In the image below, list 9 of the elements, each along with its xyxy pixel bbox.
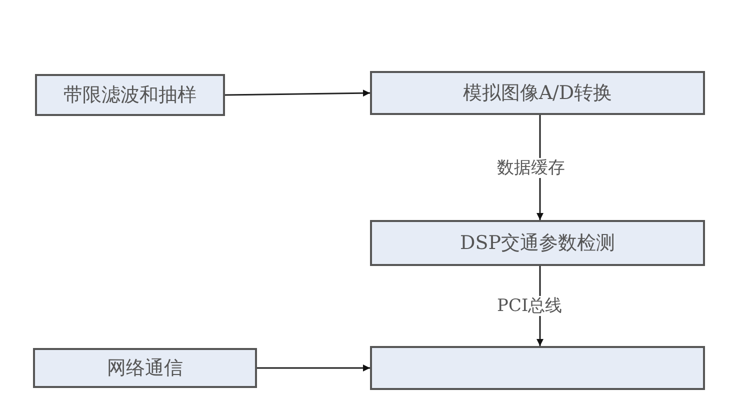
process-box [370,346,705,390]
arrow [225,90,370,97]
process-box: 带限滤波和抽样 [35,74,225,116]
arrow [257,364,370,372]
edge-label: PCI总线 [495,296,564,316]
process-box: 网络通信 [33,348,257,388]
process-box: 模拟图像A/D转换 [370,71,705,115]
edge-label: 数据缓存 [495,158,567,178]
process-box: DSP交通参数检测 [370,220,705,266]
